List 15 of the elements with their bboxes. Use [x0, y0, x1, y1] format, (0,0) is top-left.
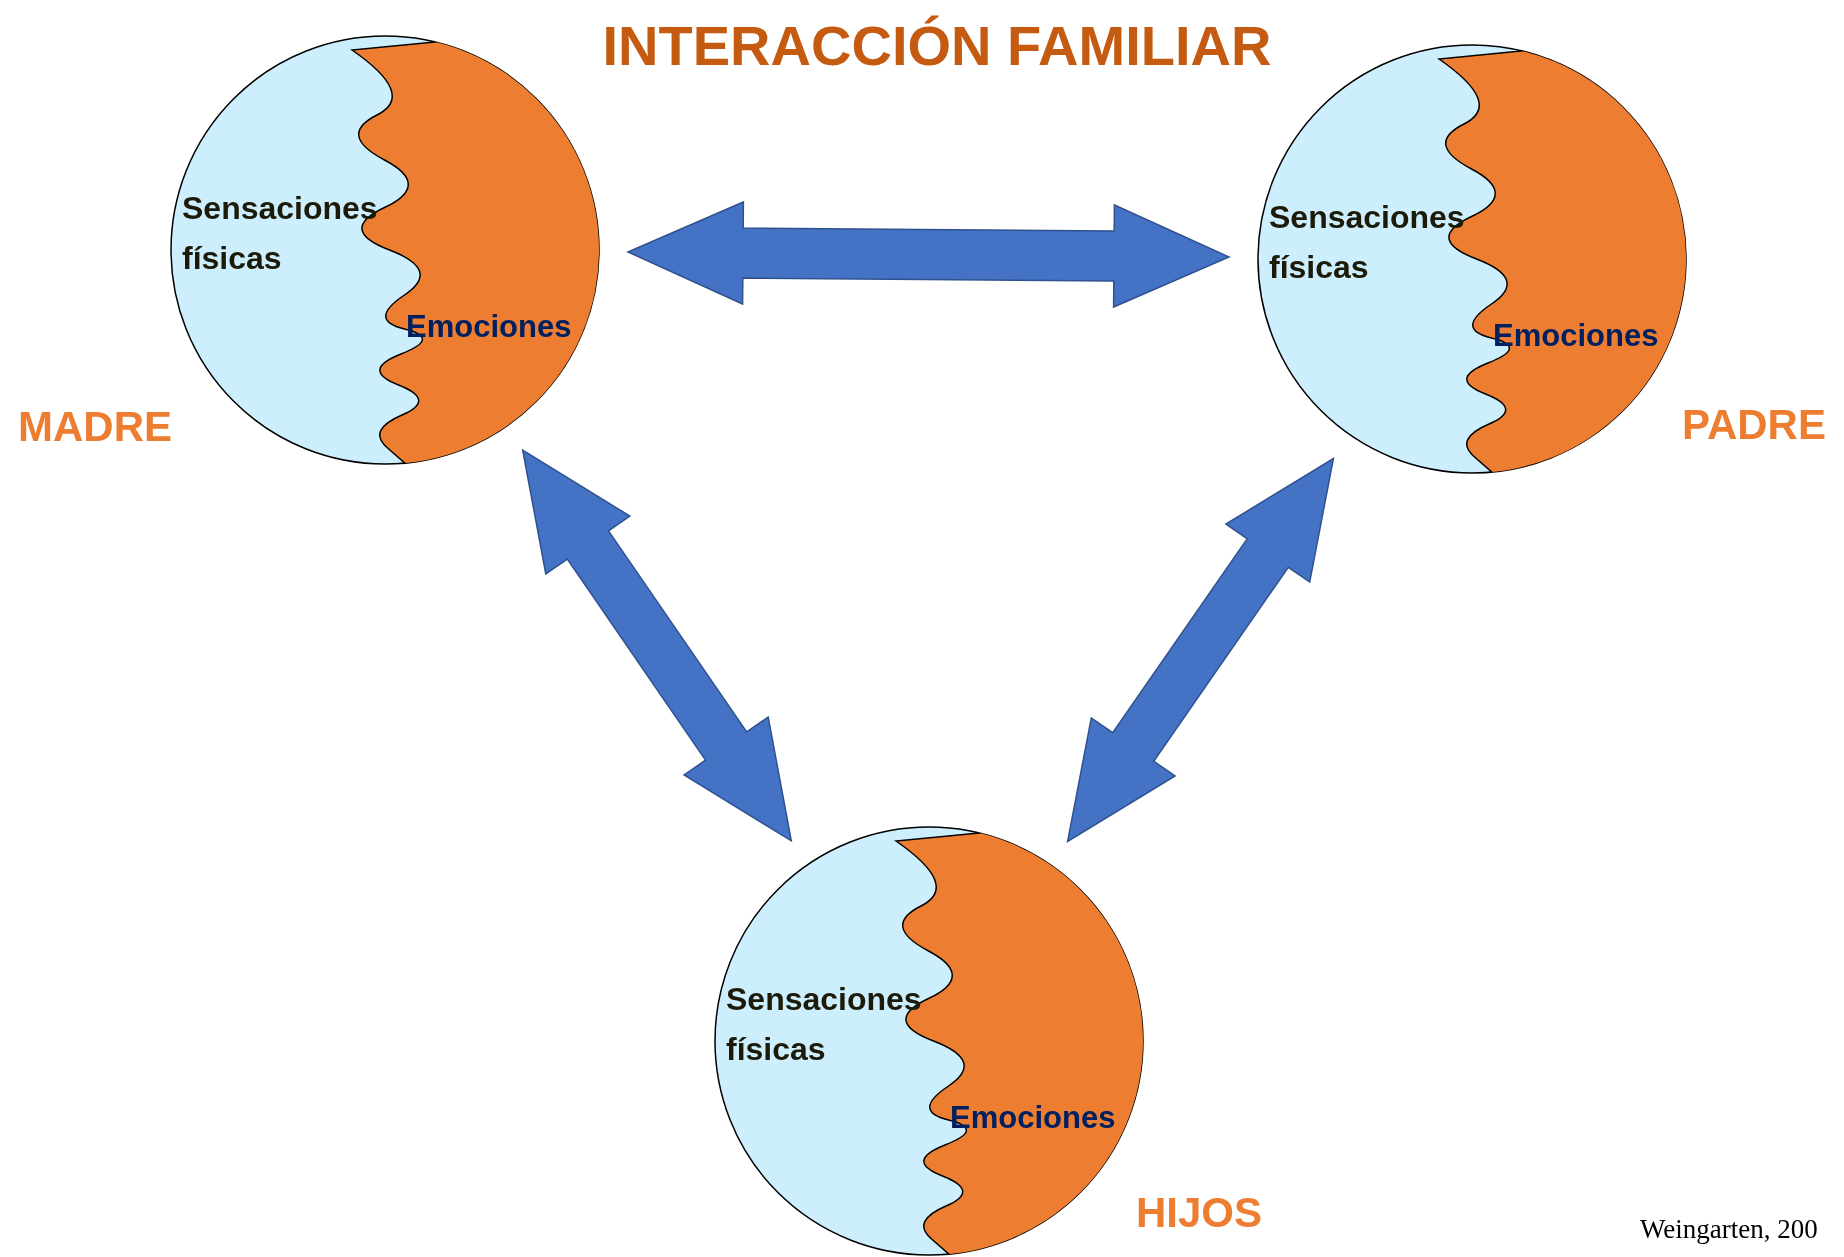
- role-label: HIJOS: [1136, 1188, 1263, 1238]
- role-label: PADRE: [1682, 400, 1826, 450]
- role-label: MADRE: [18, 402, 172, 452]
- region-label: Sensaciones físicas: [726, 980, 923, 1069]
- double-arrow: [521, 448, 793, 843]
- region-label: Sensaciones físicas: [182, 189, 379, 278]
- double-arrow: [626, 200, 1231, 309]
- hemisphere-circle: [170, 35, 600, 465]
- double-arrow: [1066, 457, 1335, 843]
- region-label: Sensaciones físicas: [1269, 198, 1466, 287]
- region-label: Emociones: [950, 1099, 1116, 1137]
- region-label: Emociones: [406, 308, 572, 346]
- citation-text: Weingarten, 200: [1640, 1214, 1818, 1245]
- diagram-title: INTERACCIÓN FAMILIAR: [601, 13, 1273, 79]
- region-label: Emociones: [1493, 317, 1659, 355]
